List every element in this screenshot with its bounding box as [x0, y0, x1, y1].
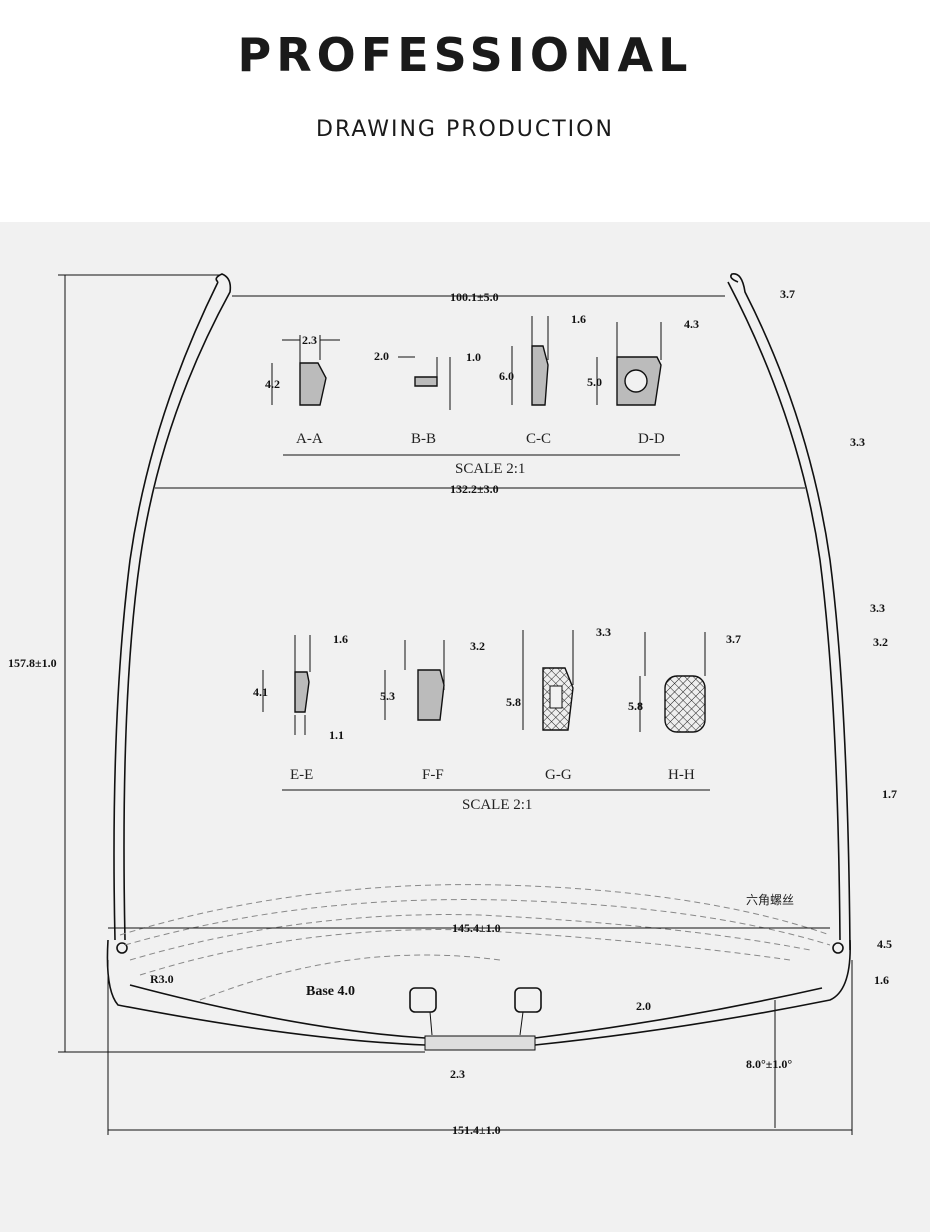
section-label: A-A: [296, 431, 323, 447]
dim-temple-span: 132.2±3.0: [450, 482, 499, 496]
dim-right-4: 3.2: [873, 635, 888, 649]
page-subtitle: DRAWING PRODUCTION: [316, 117, 614, 142]
page-title: PROFESSIONAL: [237, 28, 693, 82]
sections-top: 2.3 4.2 2.0 1.0 1.6 6.0 4.3 5.0 A-A B-B …: [265, 312, 699, 477]
dimension-label: 2.3: [302, 333, 317, 347]
right-temple: [727, 273, 851, 951]
dim-right-7: 1.6: [874, 973, 889, 987]
scale-label: SCALE 2:1: [462, 797, 532, 813]
dimension-label: 1.0: [466, 350, 481, 364]
dimension-label: 3.7: [726, 632, 741, 646]
right-dimensions: 3.7 3.3 3.3 3.2 1.7 4.5 1.6: [780, 287, 897, 987]
section-label: E-E: [290, 767, 313, 783]
dim-right-2: 3.3: [850, 435, 865, 449]
folded-temples-dashed: [119, 884, 831, 1001]
dimension-label: 4.3: [684, 317, 699, 331]
dim-right-3: 3.3: [870, 601, 885, 615]
dimension-label: 1.6: [571, 312, 586, 326]
dim-right-1: 3.7: [780, 287, 795, 301]
header: PROFESSIONAL DRAWING PRODUCTION: [0, 0, 930, 222]
section-label: C-C: [526, 431, 551, 447]
dimension-label: 5.3: [380, 689, 395, 703]
dimension-label: 1.6: [333, 632, 348, 646]
dim-right-5: 1.7: [882, 787, 897, 801]
dim-height: 157.8±1.0: [8, 656, 57, 670]
section-label: F-F: [422, 767, 444, 783]
frame-front: [106, 939, 851, 1051]
dim-hinge-width: 145.4±1.0: [452, 921, 501, 935]
dimension-label: 6.0: [499, 369, 514, 383]
dimension-label: 4.1: [253, 685, 268, 699]
dim-angle: 8.0°±1.0°: [746, 1057, 792, 1071]
dimension-label: 3.2: [470, 639, 485, 653]
nose-pad-right: [514, 987, 542, 1013]
left-temple: [113, 273, 232, 941]
dimension-label: 2.0: [374, 349, 389, 363]
section-label: B-B: [411, 431, 436, 447]
dim-right-6: 4.5: [877, 937, 892, 951]
base-label: Base 4.0: [306, 984, 355, 999]
screw-label: 六角螺丝: [746, 893, 794, 907]
dim-bridge-gap: 2.0: [636, 999, 651, 1013]
dim-total-width: 151.4±1.0: [452, 1123, 501, 1137]
section-label: D-D: [638, 431, 665, 447]
section-label: H-H: [668, 767, 695, 783]
dim-bridge-thickness: 2.3: [450, 1067, 465, 1081]
sections-bottom: 1.6 4.1 1.1 3.2 5.3 3.3 5.8 3.7 5.8 E-E …: [253, 625, 741, 813]
section-label: G-G: [545, 767, 572, 783]
dimension-label: 5.8: [506, 695, 521, 709]
dim-radius: R3.0: [150, 972, 174, 986]
dim-top-width: 100.1±5.0: [450, 290, 499, 304]
dimension-label: 4.2: [265, 377, 280, 391]
dimension-label: 5.8: [628, 699, 643, 713]
dimension-label: 1.1: [329, 728, 344, 742]
scale-label: SCALE 2:1: [455, 461, 525, 477]
dimension-label: 5.0: [587, 375, 602, 389]
dimension-label: 3.3: [596, 625, 611, 639]
nose-pad-left: [409, 987, 437, 1013]
